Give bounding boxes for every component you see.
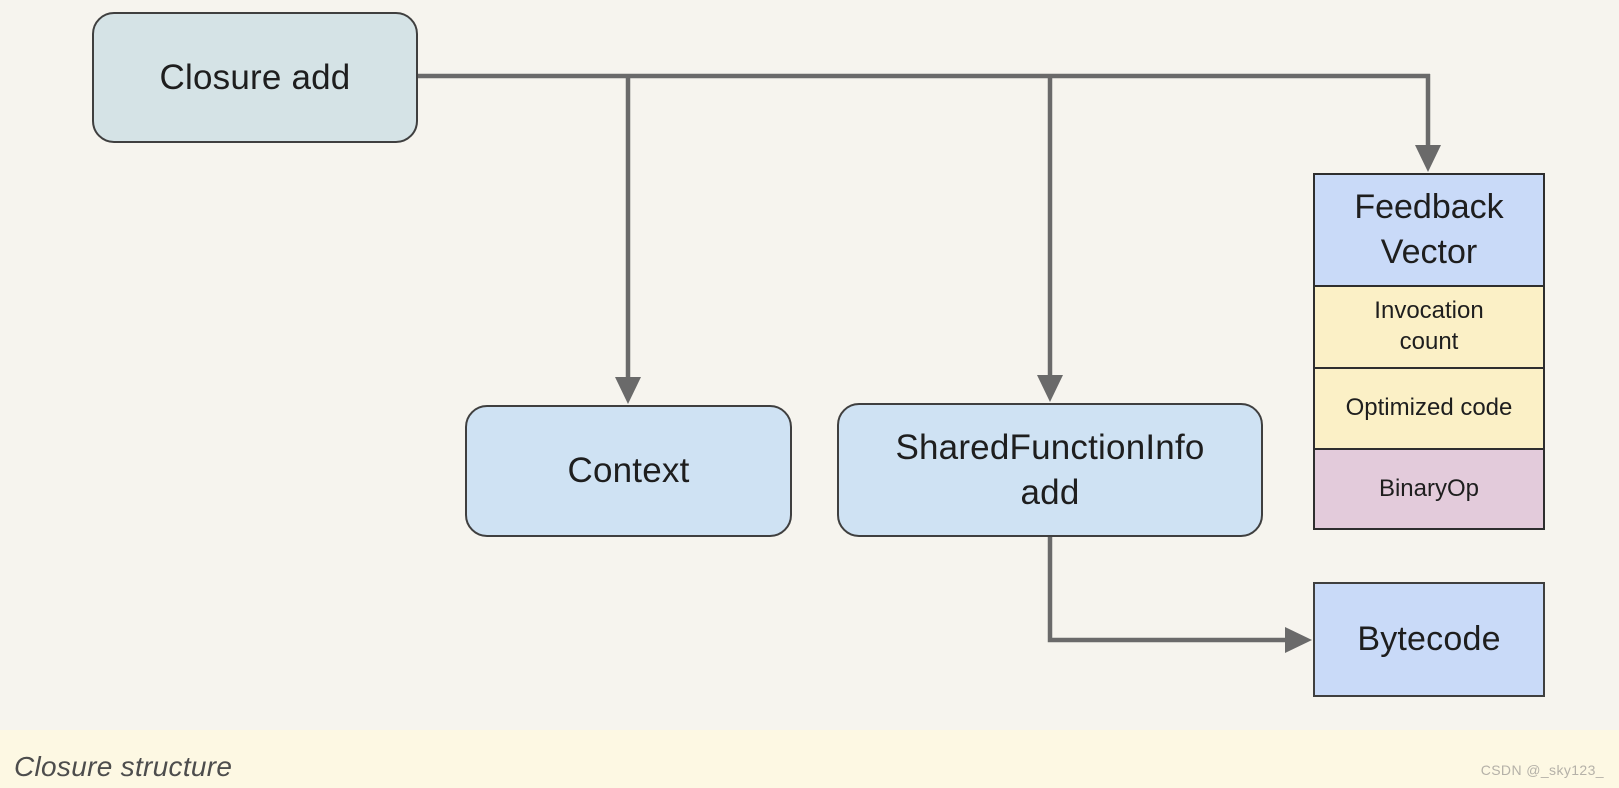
stack-row-binaryop: BinaryOp xyxy=(1315,450,1543,528)
arrowhead-context xyxy=(615,377,641,404)
feedback-vector-stack: Feedback Vector Invocation count Optimiz… xyxy=(1313,173,1545,530)
diagram-caption: Closure structure xyxy=(14,751,233,782)
optimized-code-label: Optimized code xyxy=(1345,394,1513,422)
stack-row-optimized-code: Optimized code xyxy=(1315,369,1543,450)
node-bytecode-label: Bytecode xyxy=(1357,620,1501,659)
watermark-text: CSDN @_sky123_ xyxy=(1480,762,1604,778)
arrowhead-bytecode xyxy=(1285,627,1312,653)
arrowhead-sfi xyxy=(1037,375,1063,402)
caption-band: Closure structure CSDN @_sky123_ xyxy=(0,730,1619,788)
node-shared-function-info-label: SharedFunctionInfo add xyxy=(895,427,1205,513)
invocation-count-label: Invocation count xyxy=(1374,297,1484,355)
edge-sfi-bytecode xyxy=(1047,537,1286,643)
arrowhead-feedback xyxy=(1415,145,1441,172)
node-closure-add-label: Closure add xyxy=(159,57,351,97)
stack-row-invocation-count: Invocation count xyxy=(1315,287,1543,369)
feedback-vector-label: Feedback Vector xyxy=(1354,188,1504,271)
stack-row-feedback-vector: Feedback Vector xyxy=(1315,175,1543,287)
node-closure-add: Closure add xyxy=(92,12,418,143)
node-bytecode: Bytecode xyxy=(1313,582,1545,697)
node-context-label: Context xyxy=(567,451,690,491)
node-shared-function-info: SharedFunctionInfo add xyxy=(837,403,1263,537)
binaryop-label: BinaryOp xyxy=(1378,474,1480,502)
node-context: Context xyxy=(465,405,792,537)
